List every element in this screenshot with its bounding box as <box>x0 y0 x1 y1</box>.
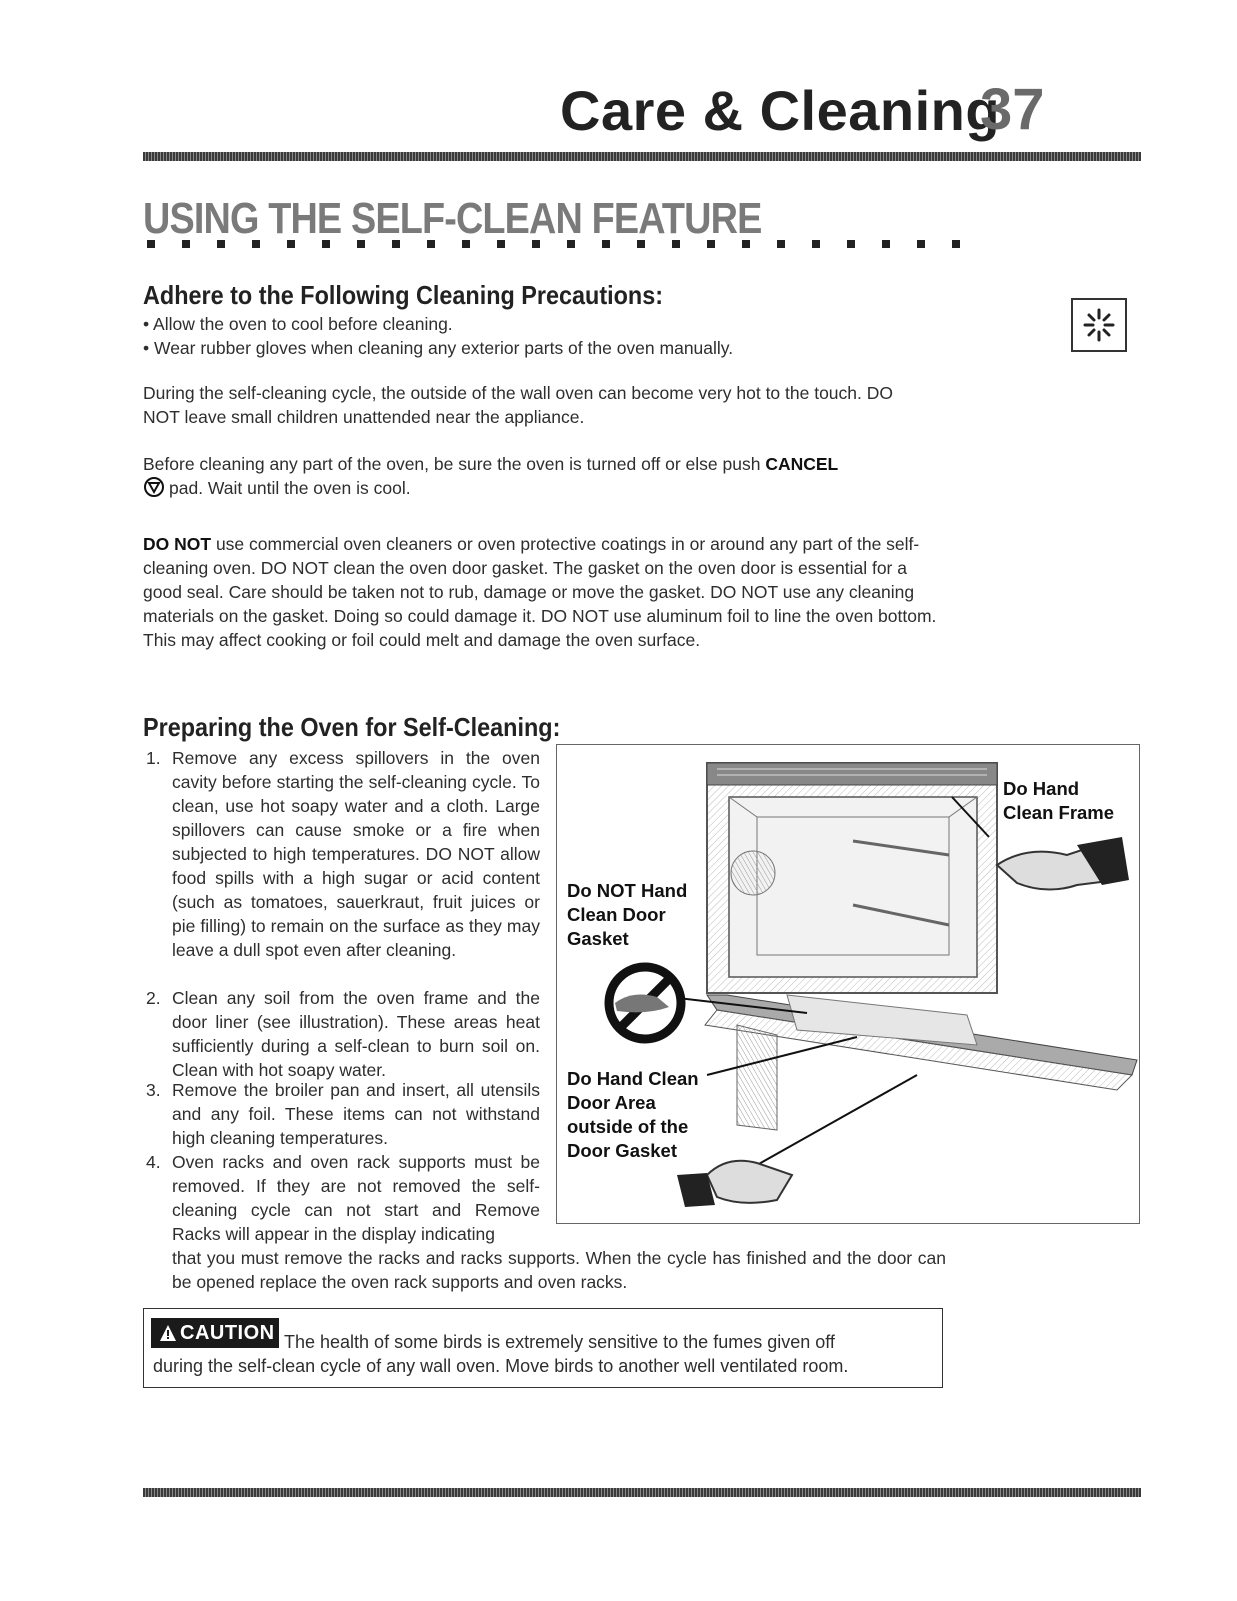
dot-rule-square <box>532 240 540 248</box>
callout-line: Do Hand <box>1003 778 1080 799</box>
cancel-pad-icon <box>143 476 165 504</box>
dot-rule-square <box>287 240 295 248</box>
callout-line: Do Hand Clean <box>567 1068 699 1089</box>
dot-rule-square <box>427 240 435 248</box>
caution-box <box>143 1308 943 1388</box>
precaution-bullet-2: • Wear rubber gloves when cleaning any e… <box>143 338 734 358</box>
list-item-text: Remove the broiler pan and insert, all u… <box>172 1080 540 1148</box>
precaution-bullet-1: • Allow the oven to cool before cleaning… <box>143 314 453 334</box>
caution-text-line-1: The health of some birds is extremely se… <box>284 1332 835 1352</box>
dot-rule-square <box>217 240 225 248</box>
cancel-key-label: CANCEL <box>765 454 839 474</box>
callout-gasket: Do NOT Hand Clean Door Gasket <box>567 879 687 951</box>
page-number: 37 <box>980 77 1045 142</box>
callout-door-area: Do Hand Clean Door Area outside of the D… <box>567 1067 699 1163</box>
dot-rule-square <box>147 240 155 248</box>
callout-line: Door Gasket <box>567 1140 678 1161</box>
cancel-paragraph: Before cleaning any part of the oven, be… <box>143 452 943 504</box>
callout-line: Gasket <box>567 928 629 949</box>
donot-paragraph: DO NOT use commercial oven cleaners or o… <box>143 532 943 652</box>
section-dot-rule <box>147 240 960 249</box>
donot-body: use commercial oven cleaners or oven pro… <box>143 534 937 650</box>
list-item-number: 1. <box>146 748 161 768</box>
dot-rule-square <box>322 240 330 248</box>
dot-rule-square <box>952 240 960 248</box>
oven-drawing <box>604 762 1138 1207</box>
list-item-number: 4. <box>146 1152 161 1172</box>
caution-label: CAUTION <box>180 1322 275 1344</box>
page-header-title: Care & Cleaning <box>560 79 1001 142</box>
preparing-heading: Preparing the Oven for Self-Cleaning: <box>143 712 561 742</box>
list-item-text: Oven racks and oven rack supports must b… <box>172 1152 540 1244</box>
dot-rule-square <box>462 240 470 248</box>
dot-rule-square <box>707 240 715 248</box>
donot-lead: DO NOT <box>143 534 212 554</box>
dot-rule-square <box>742 240 750 248</box>
list-item-text: Remove any excess spillovers in the oven… <box>172 748 540 960</box>
dot-rule-square <box>357 240 365 248</box>
oven-illustration: Do Hand Clean Frame Do NOT Hand Clean Do… <box>556 744 1140 1224</box>
caution-badge: CAUTION <box>151 1318 279 1348</box>
callout-line: Clean Door <box>567 904 666 925</box>
callout-line: Do NOT Hand <box>567 880 688 901</box>
dot-rule-square <box>882 240 890 248</box>
cancel-text-before: Before cleaning any part of the oven, be… <box>143 454 761 474</box>
prohibited-icon <box>604 962 686 1044</box>
dot-rule-square <box>812 240 820 248</box>
hot-warning-paragraph: During the self-cleaning cycle, the outs… <box>143 383 893 427</box>
list-item-text: Clean any soil from the oven frame and t… <box>172 988 540 1080</box>
callout-line: Door Area <box>567 1092 656 1113</box>
callout-line: Clean Frame <box>1003 802 1115 823</box>
list-item: 4. Oven racks and oven rack supports mus… <box>146 1150 540 1246</box>
dot-rule-square <box>182 240 190 248</box>
gloved-hand-icon <box>995 837 1129 891</box>
dot-rule-square <box>672 240 680 248</box>
list-item-number: 2. <box>146 988 161 1008</box>
header-rule <box>143 152 1141 161</box>
dot-rule-square <box>777 240 785 248</box>
dot-rule-square <box>637 240 645 248</box>
self-clean-icon <box>1071 298 1127 352</box>
dot-rule-square <box>497 240 505 248</box>
dot-rule-square <box>567 240 575 248</box>
dot-rule-square <box>917 240 925 248</box>
dot-rule-square <box>847 240 855 248</box>
gloved-hand-icon <box>677 1159 794 1207</box>
dot-rule-square <box>252 240 260 248</box>
callout-frame: Do Hand Clean Frame <box>1003 777 1114 825</box>
footer-rule <box>143 1488 1141 1497</box>
section-title: USING THE SELF-CLEAN FEATURE <box>143 194 762 243</box>
list-item-continuation: that you must remove the racks and racks… <box>146 1246 946 1294</box>
dot-rule-square <box>602 240 610 248</box>
list-item: 2. Clean any soil from the oven frame an… <box>146 986 540 1082</box>
dot-rule-square <box>392 240 400 248</box>
warning-triangle-icon <box>159 1321 177 1351</box>
precautions-heading: Adhere to the Following Cleaning Precaut… <box>143 280 664 310</box>
list-item: 1. Remove any excess spillovers in the o… <box>146 746 540 962</box>
callout-line: outside of the <box>567 1116 689 1137</box>
cancel-text-after: pad. Wait until the oven is cool. <box>169 478 411 498</box>
caution-text-line-2: during the self-clean cycle of any wall … <box>153 1356 849 1376</box>
list-item-text: that you must remove the racks and racks… <box>172 1248 946 1292</box>
list-item: 3. Remove the broiler pan and insert, al… <box>146 1078 540 1150</box>
list-item-number: 3. <box>146 1080 161 1100</box>
